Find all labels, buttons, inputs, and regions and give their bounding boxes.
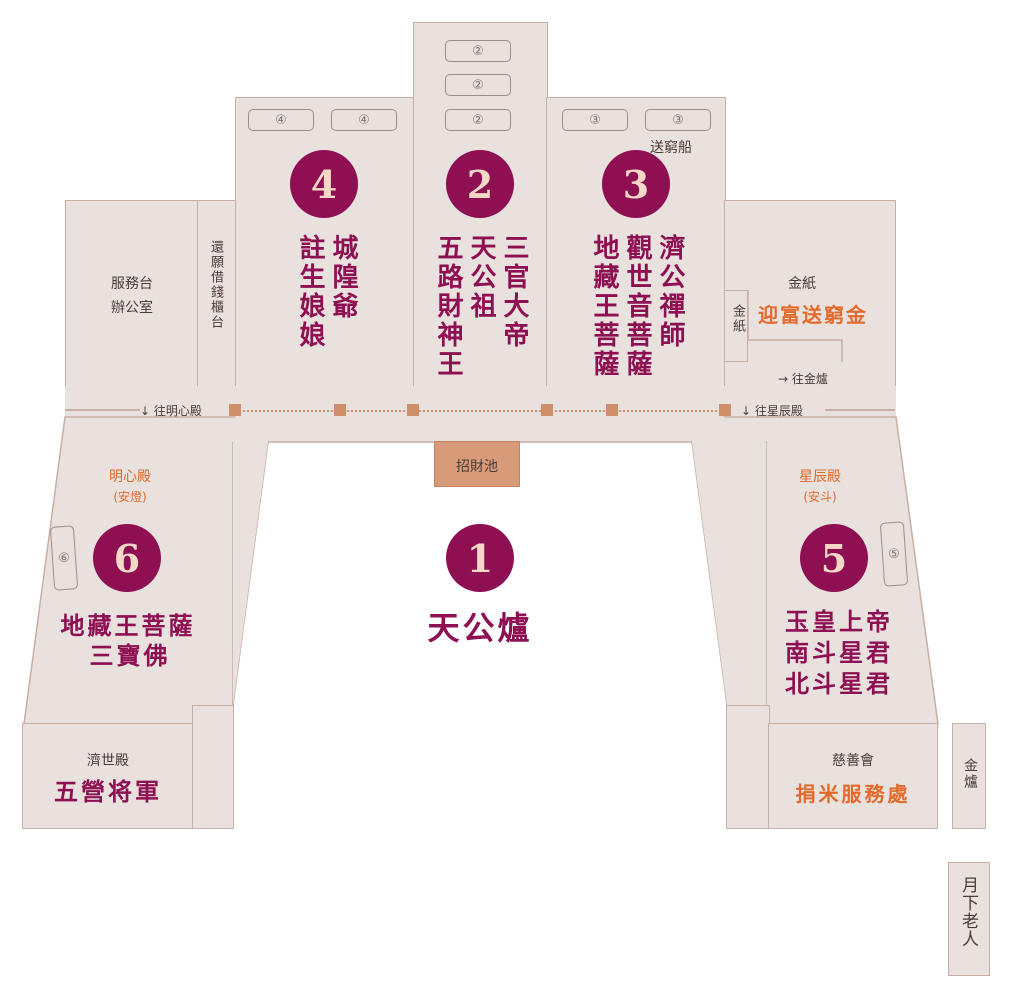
hall-number-5: 5 xyxy=(800,524,868,592)
hall3-deity-col: 濟公禪師 xyxy=(655,234,685,350)
path-to-mingxin[interactable]: ↓ 往明心殿 xyxy=(140,404,202,418)
wealth-pool-label: 招財池 xyxy=(456,459,498,475)
jishi-hall-name: 濟世殿 xyxy=(87,753,129,769)
corridor-top-left-line xyxy=(65,409,140,411)
corridor-top-right-line xyxy=(825,409,895,411)
hall3-deity-col: 觀世音菩薩 xyxy=(622,234,652,379)
hall6-slot: ⑥ xyxy=(49,525,79,591)
vow-counter-room xyxy=(197,200,237,388)
hall5-slot: ⑤ xyxy=(879,521,909,587)
wealth-gold-label: 迎富送窮金 xyxy=(758,303,868,327)
right-gold-burner[interactable] xyxy=(952,723,986,829)
vow-counter-label: 還願借錢櫃台 xyxy=(208,240,223,330)
hall5-deity-line: 玉皇上帝 xyxy=(785,607,893,636)
path-marker xyxy=(719,404,731,416)
hall4-slot: ④ xyxy=(248,109,314,131)
left-lower-column xyxy=(192,705,234,829)
gold-paper-outline xyxy=(747,290,843,362)
hall3-slot: ③ xyxy=(645,109,711,131)
gold-paper-label: 金紙 xyxy=(788,276,816,292)
mingxin-hall-name: 明心殿 xyxy=(109,469,151,485)
hall5-deity-line: 南斗星君 xyxy=(785,638,893,667)
gold-burner-label: 金爐 xyxy=(962,758,978,790)
hall3-slot: ③ xyxy=(562,109,628,131)
rice-donation-desk: 捐米服務處 xyxy=(795,782,911,806)
hall2-deity-col: 三官大帝 xyxy=(499,234,529,350)
hall2-slot: ② xyxy=(445,40,511,62)
center-corridor-shape xyxy=(233,417,766,442)
path-marker xyxy=(606,404,618,416)
hall6-deity-line: 地藏王菩薩 xyxy=(60,611,196,640)
mingxin-hall-sub: (安燈) xyxy=(113,490,147,504)
hall3-deity-col: 地藏王菩薩 xyxy=(589,234,619,379)
path-to-xingchen[interactable]: ↓ 往星辰殿 xyxy=(741,404,803,418)
hall-number-6: 6 xyxy=(93,524,161,592)
path-marker xyxy=(407,404,419,416)
hall2-slot: ② xyxy=(445,74,511,96)
cishan-hall[interactable] xyxy=(768,723,938,829)
hall-number-2: 2 xyxy=(446,150,514,218)
hall1-deity: 天公爐 xyxy=(427,609,533,647)
hall2-deity-col: 五路財神王 xyxy=(433,234,463,379)
service-label-1: 服務台 xyxy=(111,276,153,292)
xingchen-hall-sub: (安斗) xyxy=(803,490,837,504)
matchmaker-shrine[interactable] xyxy=(948,862,990,976)
hall-number-3: 3 xyxy=(602,150,670,218)
gold-paper-counter-label: 金紙 xyxy=(730,304,745,334)
boat-label: 送窮船 xyxy=(650,140,692,156)
to-gold-burner[interactable]: → 往金爐 xyxy=(778,372,828,386)
hall5-deity-line: 北斗星君 xyxy=(785,669,893,698)
path-marker xyxy=(334,404,346,416)
gold-paper-room xyxy=(724,200,896,388)
cishan-hall-name: 慈善會 xyxy=(832,753,874,769)
path-dotted-line xyxy=(235,410,725,412)
xingchen-hall-name: 星辰殿 xyxy=(799,469,841,485)
jishi-hall[interactable] xyxy=(22,723,194,829)
path-marker xyxy=(541,404,553,416)
left-lower-strip xyxy=(233,442,268,828)
jishi-hall-deity: 五營将軍 xyxy=(54,777,162,806)
hall6-deity-line: 三寶佛 xyxy=(89,641,171,670)
matchmaker-label: 月下老人 xyxy=(958,876,978,948)
hall4-slot: ④ xyxy=(331,109,397,131)
hall2-deity-col: 天公祖 xyxy=(466,234,496,321)
right-lower-column xyxy=(726,705,770,829)
hall-number-1: 1 xyxy=(446,524,514,592)
hall4-deity-col: 城隍爺 xyxy=(328,234,358,321)
service-label-2: 辦公室 xyxy=(111,300,153,316)
wealth-pool[interactable] xyxy=(434,441,520,487)
hall2-slot: ② xyxy=(445,109,511,131)
hall4-deity-col: 註生娘娘 xyxy=(295,234,325,350)
path-marker xyxy=(229,404,241,416)
service-room xyxy=(65,200,199,388)
hall-number-4: 4 xyxy=(290,150,358,218)
